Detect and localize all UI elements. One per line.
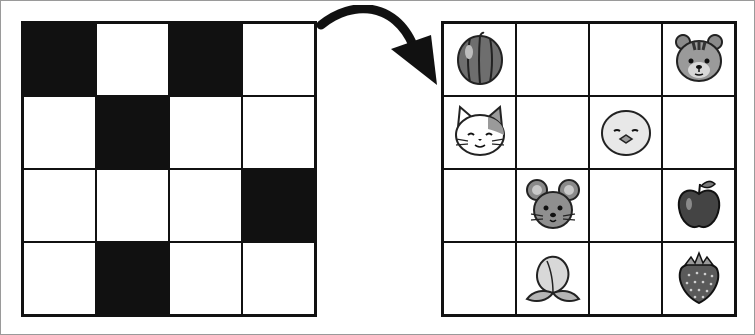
apple-icon <box>669 174 729 238</box>
empty-cell <box>589 242 662 315</box>
black-cell <box>169 23 242 96</box>
empty-cell <box>662 96 735 169</box>
empty-cell <box>443 169 516 242</box>
white-cell <box>242 242 315 315</box>
mouse-icon <box>523 174 583 238</box>
white-cell <box>169 96 242 169</box>
empty-cell <box>443 242 516 315</box>
empty-cell <box>516 23 589 96</box>
picture-grid <box>441 21 737 317</box>
picture-cell <box>662 169 735 242</box>
white-cell <box>242 96 315 169</box>
picture-cell <box>516 242 589 315</box>
empty-cell <box>516 96 589 169</box>
black-cell <box>242 169 315 242</box>
picture-cell <box>443 23 516 96</box>
mask-grid <box>21 21 317 317</box>
white-cell <box>96 169 169 242</box>
picture-cell <box>662 23 735 96</box>
picture-cell <box>662 242 735 315</box>
black-cell <box>96 96 169 169</box>
white-cell <box>23 242 96 315</box>
white-cell <box>242 23 315 96</box>
picture-cell <box>443 96 516 169</box>
chick-icon <box>596 101 656 165</box>
white-cell <box>96 23 169 96</box>
black-cell <box>23 23 96 96</box>
white-cell <box>169 242 242 315</box>
tiger-icon <box>669 28 729 92</box>
cat-icon <box>450 101 510 165</box>
picture-cell <box>516 169 589 242</box>
picture-cell <box>589 96 662 169</box>
white-cell <box>23 96 96 169</box>
empty-cell <box>589 23 662 96</box>
strawberry-icon <box>669 247 729 311</box>
white-cell <box>23 169 96 242</box>
curved-arrow-icon <box>313 5 441 91</box>
peach-icon <box>523 247 583 311</box>
empty-cell <box>589 169 662 242</box>
watermelon-icon <box>450 28 510 92</box>
white-cell <box>169 169 242 242</box>
black-cell <box>96 242 169 315</box>
